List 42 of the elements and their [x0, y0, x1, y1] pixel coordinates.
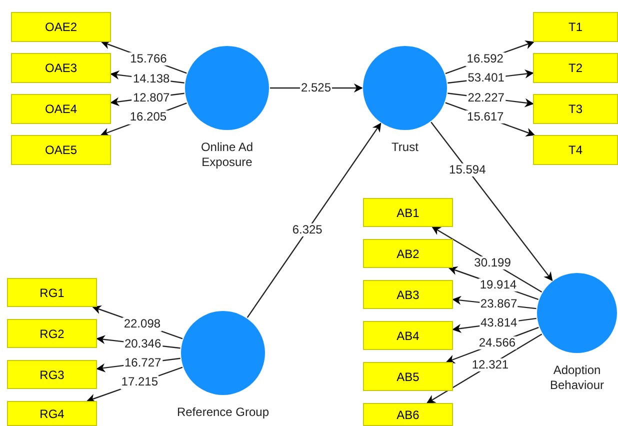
indicator-box: OAE4 [11, 94, 111, 124]
edge-label: 20.346 [123, 337, 162, 350]
indicator-box: OAE2 [11, 12, 111, 42]
path-arrow [430, 122, 553, 282]
indicator-box: T2 [533, 53, 618, 83]
edge-label: 6.325 [291, 224, 324, 237]
edge-label: 16.592 [466, 52, 504, 66]
indicator-box: RG3 [7, 360, 97, 389]
edge-label: 24.566 [478, 336, 517, 350]
edge-label: 14.138 [132, 72, 171, 86]
indicator-box: AB6 [363, 403, 453, 426]
indicator-box: OAE5 [11, 135, 111, 165]
edge-label: 16.727 [123, 356, 162, 370]
indicator-box: AB3 [363, 280, 453, 309]
edge-label: 12.807 [132, 90, 171, 104]
indicator-box: T3 [533, 94, 618, 124]
edge-label: 2.525 [300, 81, 332, 95]
construct-label: Adoption Behaviour [548, 363, 606, 393]
edge-label: 15.594 [448, 163, 487, 176]
indicator-box: RG2 [7, 319, 97, 348]
indicator-box: RG1 [7, 278, 97, 307]
indicator-box: AB5 [363, 362, 453, 391]
construct-label: Reference Group [176, 405, 270, 420]
edge-label: 17.215 [120, 376, 159, 390]
edge-label: 15.617 [466, 110, 505, 124]
edge-label: 16.205 [128, 110, 168, 124]
construct-label: Online Ad Exposure [200, 140, 254, 170]
edge-label: 19.914 [478, 278, 518, 292]
edge-label: 30.199 [473, 256, 512, 270]
indicator-box: AB2 [363, 239, 453, 268]
indicator-box: OAE3 [11, 53, 111, 83]
edge-label: 22.098 [122, 318, 162, 331]
indicator-box: AB4 [363, 321, 453, 350]
indicator-box: T1 [533, 12, 618, 42]
indicator-box: T4 [533, 135, 618, 165]
indicator-box: RG4 [7, 401, 97, 426]
construct-label: Trust [390, 140, 420, 155]
edge-label: 12.321 [470, 358, 510, 372]
indicator-box: AB1 [363, 198, 453, 227]
path-arrow [246, 122, 382, 318]
edge-label: 15.766 [129, 52, 168, 66]
edge-label: 43.814 [480, 316, 518, 330]
